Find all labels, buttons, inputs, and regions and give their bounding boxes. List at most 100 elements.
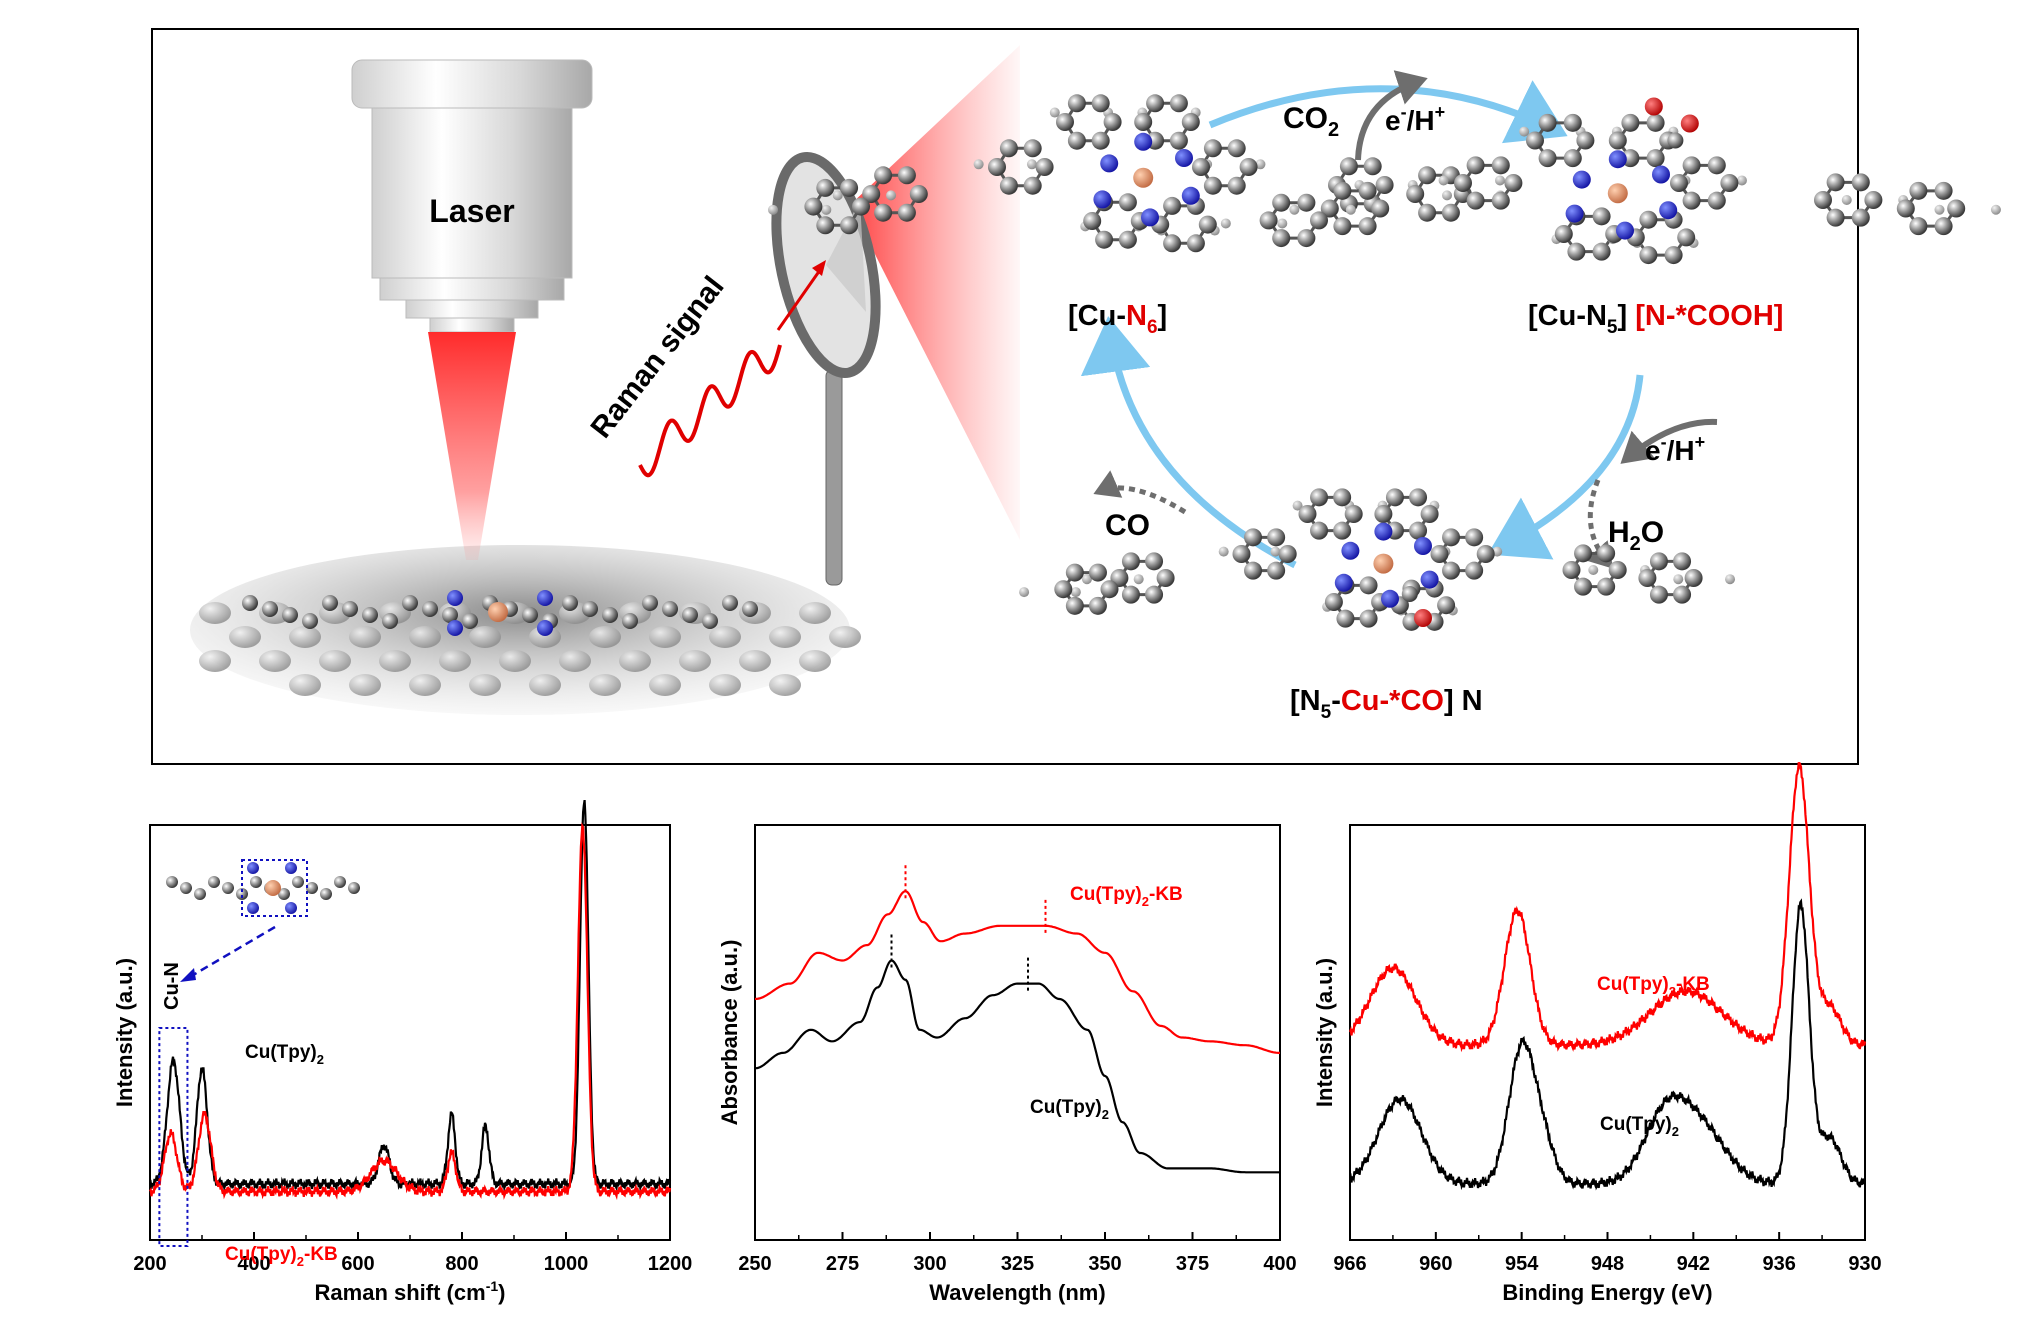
carbon-atom (1169, 94, 1188, 113)
carbon-atom (988, 158, 1006, 176)
carbon-atom (1065, 596, 1084, 615)
carbon-atom (1118, 230, 1137, 249)
carbon-atom (1358, 181, 1377, 200)
nitrogen-atom (1134, 132, 1153, 151)
hydrogen-atom (1049, 107, 1060, 118)
carbon-atom (1278, 545, 1297, 563)
series-line (1348, 762, 1867, 1053)
hydrogen-atom (1495, 175, 1506, 186)
nitrogen-atom (1093, 190, 1112, 209)
carbon-atom (1320, 199, 1339, 218)
carbon-atom (1465, 528, 1484, 547)
y-axis-label: Absorbance (a.u.) (717, 940, 742, 1126)
carbon-atom (1526, 131, 1544, 150)
carbon-atom (1491, 191, 1510, 210)
sheet-atom (319, 650, 351, 672)
carbon-atom (1056, 113, 1074, 131)
sheet-atom (199, 602, 231, 624)
series-line (149, 822, 672, 1201)
carbon-atom (722, 595, 738, 611)
carbon-atom (1418, 166, 1437, 185)
inset-carbon-atom (320, 888, 332, 900)
carbon-atom (1181, 113, 1200, 131)
carbon-atom (1272, 229, 1291, 248)
carbon-atom (1358, 217, 1377, 236)
hydrogen-atom (1588, 565, 1599, 575)
nitrogen-atom (1616, 221, 1634, 240)
carbon-atom (1310, 211, 1328, 230)
x-tick-label: 800 (445, 1253, 478, 1275)
carbon-atom (1186, 234, 1205, 253)
nitrogen-atom (1414, 537, 1432, 555)
carbon-atom (909, 185, 928, 203)
x-tick-label: 966 (1333, 1253, 1366, 1275)
sheet-atom (739, 650, 771, 672)
sheet-atom (589, 674, 621, 696)
carbon-atom (1682, 191, 1701, 210)
carbon-atom (1684, 569, 1703, 587)
x-tick-label: 936 (1762, 1253, 1795, 1275)
carbon-atom (874, 203, 893, 222)
sheet-atom (829, 626, 861, 648)
carbon-atom (1145, 585, 1164, 604)
carbon-atom (1851, 173, 1870, 192)
carbon-atom (1826, 173, 1845, 192)
carbon-atom (1406, 185, 1425, 203)
carbon-atom (342, 601, 358, 617)
carbon-atom (642, 595, 658, 611)
carbon-atom (382, 613, 398, 629)
carbon-atom (1103, 113, 1122, 131)
x-tick-label: 325 (1001, 1253, 1034, 1275)
hydrogen-atom (886, 190, 897, 201)
inset-pointer-arrowhead-icon (180, 968, 196, 982)
carbon-atom (1232, 545, 1251, 563)
carbon-atom (862, 185, 881, 203)
carbon-atom (582, 601, 598, 617)
carbon-atom (1297, 229, 1316, 248)
carbon-atom (1336, 609, 1355, 628)
carbon-atom (874, 166, 893, 185)
inset-carbon-atom (180, 882, 192, 894)
carbon-atom (1100, 580, 1119, 599)
nitrogen-atom (447, 620, 463, 636)
carbon-atom (1707, 191, 1726, 210)
carbon-atom (1649, 552, 1668, 571)
carbon-atom (662, 601, 678, 617)
carbon-atom (1646, 113, 1665, 132)
carbon-atom (1203, 139, 1222, 158)
carbon-atom (1267, 561, 1286, 580)
nitrogen-atom (1100, 154, 1119, 173)
carbon-atom (1638, 569, 1657, 587)
sheet-atom (499, 650, 531, 672)
carbon-atom (522, 607, 538, 623)
carbon-atom (1118, 193, 1137, 212)
signal-arrow-icon (776, 269, 822, 331)
carbon-atom (602, 607, 618, 623)
carbon-atom (1091, 94, 1110, 113)
sheet-atom (799, 602, 831, 624)
carbon-atom (1673, 585, 1692, 604)
carbon-atom (1442, 561, 1461, 580)
carbon-atom (1504, 174, 1523, 192)
carbon-atom (1272, 193, 1291, 212)
carbon-atom (804, 197, 823, 216)
nitrogen-atom (1374, 522, 1393, 541)
carbon-atom (622, 613, 638, 629)
carbon-atom (442, 607, 458, 623)
carbon-atom (1134, 113, 1153, 131)
nitrogen-atom (1652, 165, 1670, 184)
inset-nitrogen-atom (247, 902, 259, 914)
e-h-label-1: e-/H+ (1385, 102, 1445, 136)
carbon-atom (1156, 569, 1175, 587)
hydrogen-atom (1218, 546, 1229, 557)
sheet-atom (649, 626, 681, 648)
carbon-atom (1909, 181, 1928, 200)
sheet-atom (409, 626, 441, 648)
carbon-atom (1359, 576, 1378, 595)
carbon-atom (1163, 196, 1182, 215)
hydrogen-atom (1019, 587, 1030, 598)
carbon-atom (1476, 545, 1495, 563)
x-tick-label: 350 (1088, 1253, 1121, 1275)
x-axis-label: Binding Energy (eV) (1502, 1280, 1712, 1305)
